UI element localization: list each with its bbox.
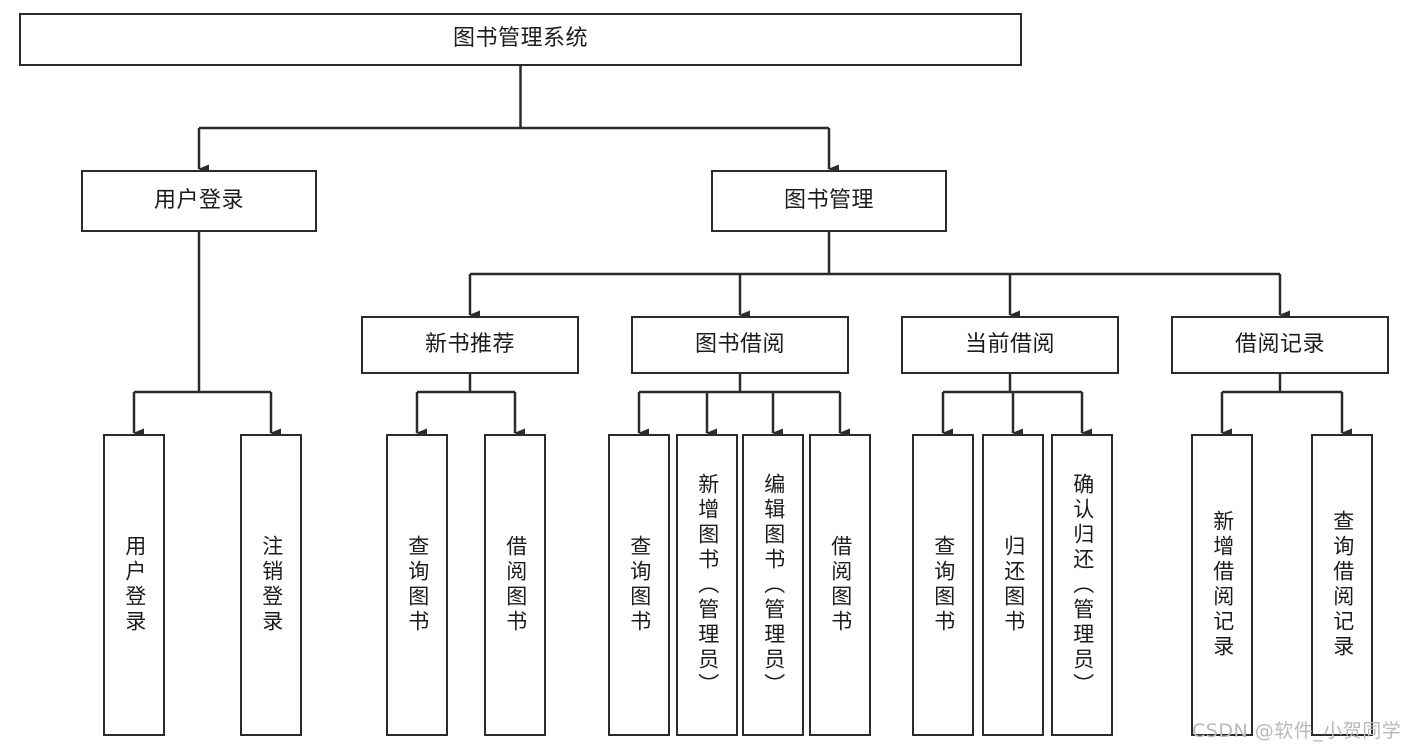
node-label: 借阅记录 [1234,331,1325,357]
node-current[interactable]: 当前借阅 [901,316,1119,374]
node-label: 当前借阅 [964,331,1055,357]
node-label: 编辑图书（管理员） [761,472,786,698]
node-label: 图书借阅 [694,331,785,357]
node-newbook[interactable]: 新书推荐 [361,316,579,374]
node-records[interactable]: 借阅记录 [1171,316,1389,374]
node-bookmgmt[interactable]: 图书管理 [711,170,947,232]
node-leaf-rec-2[interactable]: 查询借阅记录 [1311,434,1373,736]
node-leaf-rec-1[interactable]: 新增借阅记录 [1191,434,1253,736]
connector-lines [132,66,1352,438]
node-label: 借阅图书 [828,535,853,635]
node-label: 图书管理系统 [452,26,588,52]
node-label: 用户登录 [122,535,147,635]
node-label: 新书推荐 [424,331,515,357]
node-leaf-login-1[interactable]: 用户登录 [103,434,165,736]
node-label: 注销登录 [259,535,284,635]
node-label: 确认归还（管理员） [1070,472,1095,698]
node-leaf-bor-2[interactable]: 新增图书（管理员） [676,434,738,736]
node-leaf-new-1[interactable]: 查询图书 [386,434,448,736]
node-leaf-cur-2[interactable]: 归还图书 [982,434,1044,736]
node-label: 查询图书 [931,535,956,635]
node-label: 查询图书 [405,535,430,635]
node-label: 用户登录 [153,187,244,213]
node-login[interactable]: 用户登录 [81,170,317,232]
node-leaf-bor-1[interactable]: 查询图书 [608,434,670,736]
node-root[interactable]: 图书管理系统 [19,13,1022,66]
node-leaf-new-2[interactable]: 借阅图书 [484,434,546,736]
node-label: 新增借阅记录 [1210,510,1235,660]
node-label: 新增图书（管理员） [695,472,720,698]
node-leaf-bor-3[interactable]: 编辑图书（管理员） [742,434,804,736]
node-label: 查询借阅记录 [1330,510,1355,660]
node-leaf-cur-1[interactable]: 查询图书 [912,434,974,736]
node-leaf-login-2[interactable]: 注销登录 [240,434,302,736]
node-label: 查询图书 [627,535,652,635]
node-borrow[interactable]: 图书借阅 [631,316,849,374]
watermark-text: CSDN @软件_小贺同学 [1192,720,1402,742]
node-leaf-bor-4[interactable]: 借阅图书 [809,434,871,736]
node-label: 借阅图书 [503,535,528,635]
node-label: 图书管理 [783,187,874,213]
node-leaf-cur-3[interactable]: 确认归还（管理员） [1051,434,1113,736]
node-label: 归还图书 [1001,535,1026,635]
